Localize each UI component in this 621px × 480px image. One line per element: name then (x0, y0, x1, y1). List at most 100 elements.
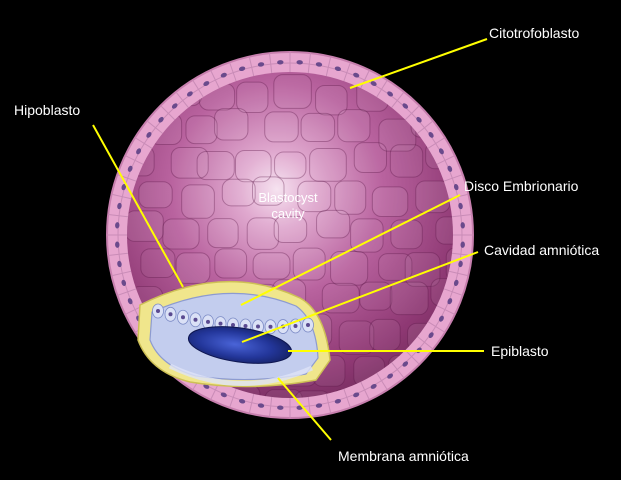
label-cavidad-amniotica: Cavidad amniótica (484, 242, 599, 258)
trophoblast-nucleus (428, 332, 434, 339)
epiblast-nucleus (306, 323, 310, 327)
trophoblast-nucleus (428, 131, 434, 138)
cavity-cell (273, 215, 308, 244)
cavity-cell (297, 180, 332, 213)
trophoblast-nucleus (121, 183, 127, 191)
cavity-cell (378, 118, 417, 152)
trophoblast-cell-border (248, 393, 255, 414)
trophoblast-nucleus (257, 62, 265, 67)
cavity-cell (196, 151, 235, 181)
embryonic-disc (137, 280, 331, 388)
cavity-cell (185, 115, 218, 145)
trophoblast-cell-border (360, 69, 370, 89)
leader-citotrofoblasto (349, 38, 488, 89)
trophoblast-nucleus (117, 202, 122, 210)
cavity-cell (236, 81, 269, 114)
leader-hipoblasto (92, 124, 184, 288)
trophoblast-nucleus (447, 298, 453, 305)
cavity-cell (337, 109, 371, 143)
trophoblast-cell-border (391, 91, 405, 108)
trophoblast-cell-border (427, 137, 446, 149)
leader-membrana-amniotica (277, 377, 332, 441)
trophoblast-nucleus (158, 116, 164, 123)
trophoblast-nucleus (146, 131, 152, 138)
trophoblast-cell-border (160, 105, 176, 121)
trophoblast-nucleus (370, 81, 377, 87)
trophoblast-cell-border (192, 79, 204, 98)
trophoblast-nucleus (438, 315, 444, 322)
epiblast-nucleus (293, 323, 298, 328)
trophoblast-cell-border (248, 56, 255, 77)
trophoblast-nucleus (334, 398, 342, 404)
epiblast-nucleus (268, 324, 273, 329)
trophoblast-nucleus (353, 72, 360, 78)
trophoblast-nucleus (458, 260, 463, 268)
trophoblast-nucleus (115, 241, 120, 248)
trophoblast-cell-border (175, 91, 189, 108)
label-disco-embrionario: Disco Embrionario (464, 178, 579, 194)
trophoblast-cell-border (448, 270, 469, 277)
cavity-cell (235, 149, 272, 183)
cavity-cell (214, 108, 249, 141)
trophoblast-cell-border (210, 69, 220, 89)
cavity-cell (389, 144, 424, 178)
amniotic-membrane (168, 363, 314, 386)
epiblast-nucleus (156, 309, 160, 313)
trophoblast-cell-border (443, 288, 463, 296)
cavity-cell (424, 350, 453, 379)
label-epiblasto: Epiblasto (491, 343, 549, 359)
trophoblast-cell-border (325, 56, 332, 77)
epiblast-nucleus (181, 315, 185, 320)
epiblast-cells (152, 303, 314, 335)
trophoblast-nucleus (121, 279, 127, 287)
trophoblast-cell-border (343, 62, 351, 82)
cavity-cell (162, 218, 200, 250)
cavity-cell (353, 142, 388, 174)
epiblast-nucleus (168, 312, 173, 317)
cavity-cell (127, 210, 164, 242)
trophoblast-cell-border (229, 388, 237, 408)
trophoblast-nucleus (402, 361, 409, 367)
cavity-cell (246, 217, 279, 250)
cavity-cell (315, 84, 348, 116)
cavity-cell (446, 115, 453, 145)
epiblast-nucleus (231, 323, 235, 327)
cavity-cell (252, 252, 291, 280)
trophoblast-cell-border (376, 372, 388, 391)
trophoblast-nucleus (315, 62, 323, 67)
trophoblast-nucleus (136, 148, 142, 155)
cavity-cell (140, 379, 176, 398)
trophoblast-cell-border (111, 193, 132, 200)
cavity-cell (390, 219, 423, 250)
trophoblast-nucleus (370, 383, 377, 389)
trophoblast-cell-border (436, 305, 456, 315)
trophoblast-cell-border (404, 105, 420, 121)
trophoblast-nucleus (203, 81, 210, 87)
trophoblast-nucleus (458, 202, 463, 210)
cavity-cell (127, 80, 158, 110)
trophoblast-nucleus (438, 148, 444, 155)
trophoblast-cell-border (360, 381, 370, 401)
trophoblast-nucleus (220, 392, 227, 398)
trophoblast-nucleus (460, 222, 465, 229)
cavity-label-line1: Blastocyst (258, 190, 318, 205)
trophoblast-nucleus (453, 183, 459, 191)
cavity-cell (300, 112, 336, 143)
epiblast-nucleus (206, 319, 210, 324)
trophoblast-cell-border (117, 288, 137, 296)
trophoblast-nucleus (127, 298, 133, 305)
trophoblast-nucleus (127, 165, 133, 172)
trophoblast-nucleus (296, 60, 303, 65)
trophoblast-cell-border (436, 155, 456, 165)
trophoblast-cell-border (269, 53, 273, 74)
trophoblast-cell-border (307, 396, 311, 417)
trophoblast-nucleus (238, 398, 246, 404)
trophoblast-nucleus (334, 66, 342, 72)
cavity-cell (334, 180, 367, 215)
leader-lines (92, 38, 488, 441)
cavity-cell (309, 147, 347, 182)
trophoblast-nucleus (460, 241, 465, 248)
trophoblast-cell-border (108, 214, 129, 218)
trophoblast-nucleus (416, 116, 422, 123)
